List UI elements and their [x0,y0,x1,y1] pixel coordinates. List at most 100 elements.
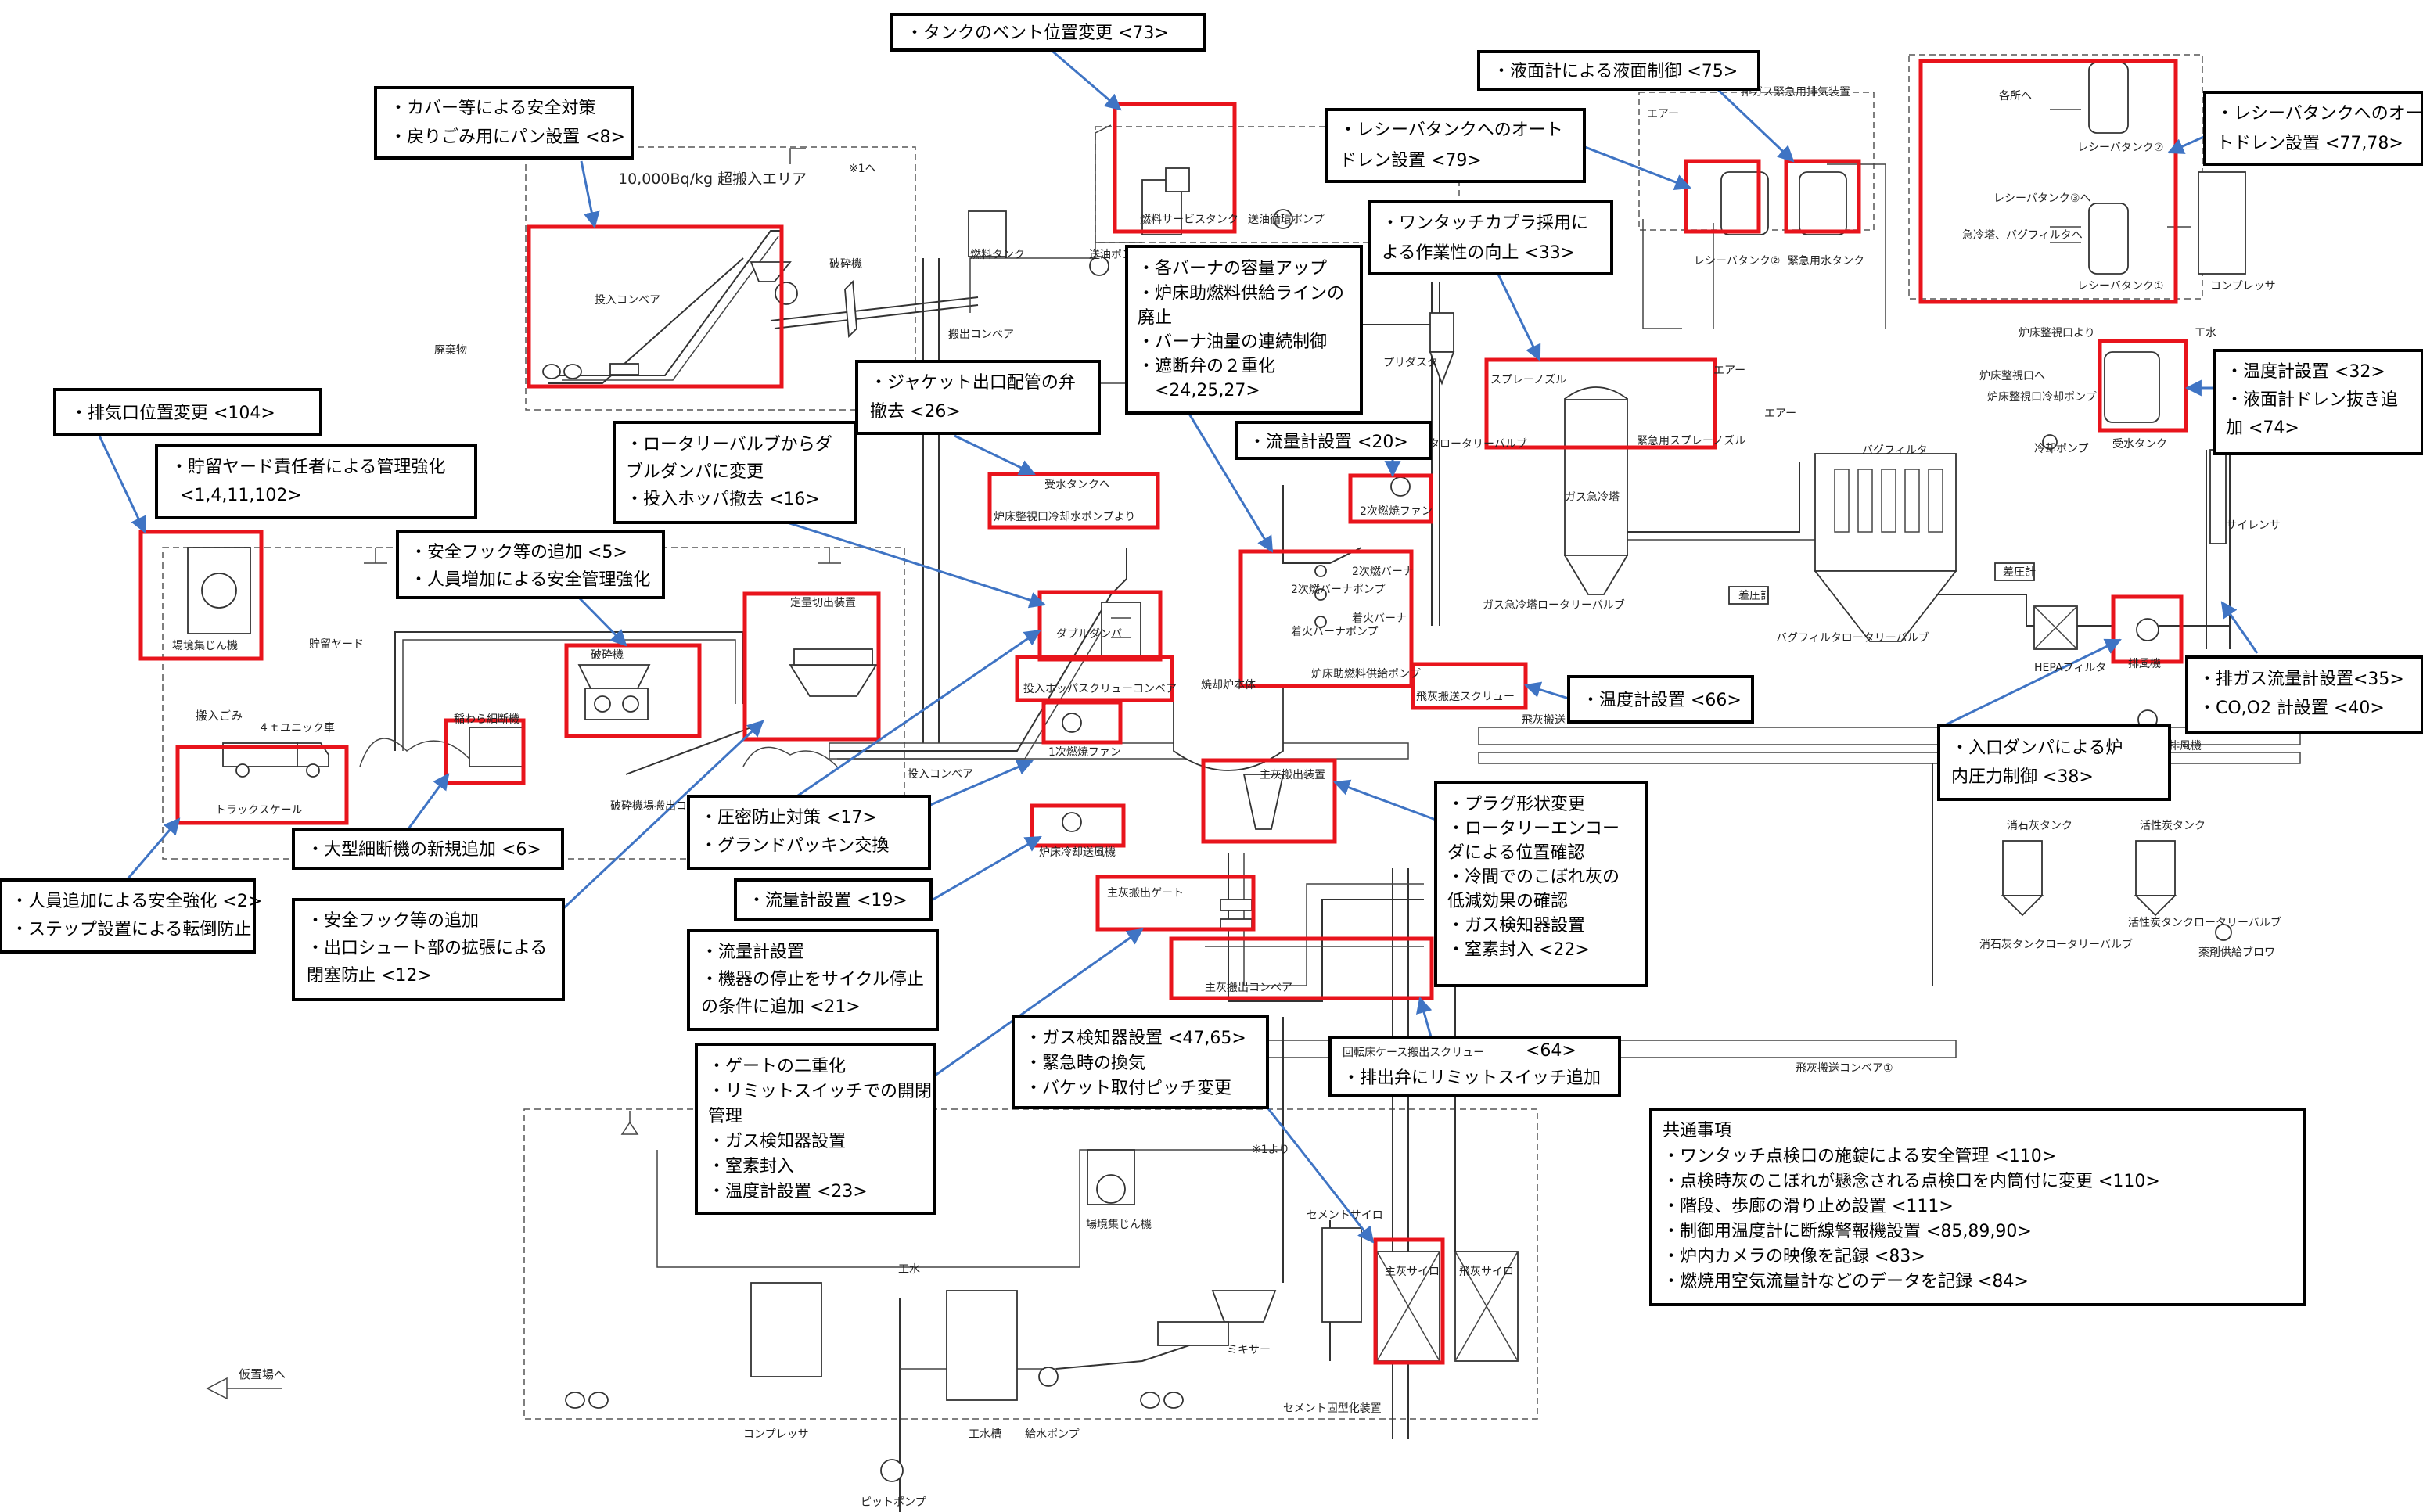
common-title: 共通事項 [1663,1121,1731,1140]
compressor-top-label: コンプレッサ [2210,280,2276,293]
svg-text:・人員増加による安全管理強化: ・人員増加による安全管理強化 [410,570,650,590]
svg-text:・冷間でのこぼれ灰の: ・冷間でのこぼれ灰の [1447,867,1620,887]
water-tank-label: 工水槽 [969,1428,1001,1441]
svg-text:ドレン設置 <79>: ドレン設置 <79> [1339,151,1482,171]
straw-shredder-label: 稲わら細断機 [454,713,519,726]
main-ash-out-label: 主灰搬出装置 [1260,769,1325,781]
svg-text:・CO,O2 計設置 <40>: ・CO,O2 計設置 <40> [2198,699,2385,718]
svg-text:・流量計設置 <19>: ・流量計設置 <19> [748,891,908,910]
silencer-label: サイレンサ [2226,519,2281,532]
furnace-pump-label: 炉床整視口冷却水ポンプより [994,511,1135,523]
svg-text:・ステップ設置による転倒防止: ・ステップ設置による転倒防止 [11,920,251,939]
hl-primary-fan [1041,700,1123,745]
furnace-cooling-pump-label: 炉床整視口冷却ポンプ [1987,391,2097,404]
svg-text:・安全フック等の追加 <5>: ・安全フック等の追加 <5> [410,543,627,562]
svg-text:・大型細断機の新規追加 <6>: ・大型細断機の新規追加 <6> [307,840,541,860]
dust-collector-label: 場境集じん機 [172,639,238,652]
cement-silo-label: セメントサイロ [1307,1209,1383,1222]
equipment-labels: 10,000Bq/kg 超搬入エリア ※1へ 貯留ヤード 搬入ごみ ４ｔユニック… [172,86,2281,1509]
svg-text:・ワンタッチカプラ採用に: ・ワンタッチカプラ採用に [1382,214,1588,233]
callout-flowmeter-20: ・流量計設置 <20> [1235,421,1432,460]
carbon-rv-label: 活性炭タンクロータリーバルブ [2128,916,2281,929]
air2-label: エアー [1713,365,1745,377]
svg-text:・窒素封入 <22>: ・窒素封入 <22> [1447,940,1590,960]
svg-text:・戻りごみ用にパン設置 <8>: ・戻りごみ用にパン設置 <8> [390,127,625,147]
industrial-water-label: 工水 [2195,327,2216,339]
receiving-tank-label: 受水タンクへ [1044,479,1110,491]
svg-text:・プラグ形状変更: ・プラグ形状変更 [1447,795,1585,814]
secondary-pump-label: 2次燃バーナポンプ [1291,583,1386,596]
svg-text:・ロータリーエンコー: ・ロータリーエンコー [1447,819,1620,839]
callout-receiver-drain-77: ・レシーバタンクへのオー トドレン設置 <77,78> [2203,91,2423,166]
ignition-burner-label: 着火バーナ [1352,612,1407,625]
gas-cooler-label: ガス急冷塔 [1565,491,1620,504]
hl-main-ash-out [1201,758,1337,844]
callout-compaction: ・圧密防止対策 <17> ・グランドパッキン交換 [687,795,931,870]
diff-pressure-label: 差圧計 [1738,590,1771,602]
svg-text:・入口ダンパによる炉: ・入口ダンパによる炉 [1951,738,2123,758]
svg-text:・炉床助燃料供給ラインの: ・炉床助燃料供給ラインの [1138,284,1344,303]
svg-text:・各バーナの容量アップ: ・各バーナの容量アップ [1138,259,1327,278]
svg-text:・流量計設置: ・流量計設置 [701,943,804,962]
hl-double-damper [1037,590,1163,662]
diff-pressure2-label: 差圧計 [2003,566,2036,579]
pit-pump-label: ピットポンプ [861,1496,926,1509]
exhaust-fan-label: 排風機 [2128,658,2161,670]
svg-text:撤去 <26>: 撤去 <26> [870,402,961,422]
note-1b-label: ※1より [1252,1144,1289,1156]
callouts: ・タンクのベント位置変更 <73> ・カバー等による安全対策 ・戻りごみ用にパン… [0,13,2423,1306]
ignition-pump-label: 着火バーナポンプ [1291,626,1379,638]
svg-text:よる作業性の向上 <33>: よる作業性の向上 <33> [1382,243,1575,263]
svg-text:・温度計設置 <66>: ・温度計設置 <66> [1582,691,1742,710]
callout-receiver-drain-79: ・レシーバタンクへのオート ドレン設置 <79> [1325,108,1586,183]
floor-fuel-pump-label: 炉床助燃料供給ポンプ [1311,667,1421,681]
receiver2-label: レシーバタンク② [2077,142,2163,154]
svg-text:・排出弁にリミットスイッチ追加: ・排出弁にリミットスイッチ追加 [1343,1068,1601,1088]
callout-exhaust-vent: ・排気口位置変更 <104> [53,388,322,436]
svg-text:・ガス検知器設置: ・ガス検知器設置 [1447,916,1585,936]
air1-label: エアー [1647,108,1679,120]
svg-text:・カバー等による安全対策: ・カバー等による安全対策 [390,99,595,118]
truck-label: ４ｔユニック車 [258,721,335,734]
svg-text:・緊急時の換気: ・緊急時の換気 [1025,1054,1145,1073]
svg-text:・圧密防止対策 <17>: ・圧密防止対策 <17> [700,808,877,828]
callout-inlet-damper: ・入口ダンパによる炉 内圧力制御 <38> [1937,724,2171,801]
svg-text:・排気口位置変更 <104>: ・排気口位置変更 <104> [70,404,275,423]
svg-text:・炉内カメラの映像を記録 <83>: ・炉内カメラの映像を記録 <83> [1663,1247,1925,1266]
svg-text:・グランドパッキン交換: ・グランドパッキン交換 [700,836,889,856]
svg-text:加 <74>: 加 <74> [2226,418,2299,438]
to-cooler-label: 急冷塔、バグフィルタへ [1962,229,2083,242]
svg-text:・タンクのベント位置変更 <73>: ・タンクのベント位置変更 <73> [906,23,1169,43]
waste-label: 廃棄物 [434,343,467,357]
note-1-label: ※1へ [849,163,876,175]
emergency-nozzle-label: 緊急用スプレーノズル [1637,435,1745,447]
svg-text:・制御用温度計に断線警報機設置 <85,89,90>: ・制御用温度計に断線警報機設置 <85,89,90> [1663,1222,2032,1241]
callout-safety-hook-5: ・安全フック等の追加 <5> ・人員増加による安全管理強化 [396,530,665,599]
common-items: 共通事項 ・ワンタッチ点検口の施錠による安全管理 <110> ・点検時灰のこぼれ… [1649,1108,2306,1306]
equipment-shapes [187,62,2246,1482]
svg-text:・バケット取付ピッチ変更: ・バケット取付ピッチ変更 [1025,1079,1231,1098]
slaked-lime-label: 消石灰タンク [2007,820,2072,832]
emergency-water-label: 緊急用水タンク [1788,255,1864,268]
svg-text:・出口シュート部の拡張による: ・出口シュート部の拡張による [307,939,547,958]
svg-text:・リミットスイッチでの開閉: ・リミットスイッチでの開閉 [708,1082,932,1101]
hl-dust-collector [138,530,264,661]
crusher-label: 破砕機 [591,649,624,662]
svg-text:・ガス検知器設置: ・ガス検知器設置 [708,1132,846,1151]
quant-feeder-label: 定量切出装置 [790,597,856,609]
mixer-label: ミキサー [1227,1344,1271,1356]
secondary-fan-label: 2次燃焼ファン [1360,505,1433,518]
callout-gate-double: ・ゲートの二重化 ・リミットスイッチでの開閉 管理 ・ガス検知器設置 ・窒素封入… [695,1043,936,1215]
callout-flue-gas-meter: ・排ガス流量計設置<35> ・CO,O2 計設置 <40> [2185,655,2423,734]
svg-text:廃止: 廃止 [1138,308,1172,328]
hl-receiving-tank-pipe [987,472,1160,530]
input-conveyor-2-label: 投入コンベア [908,768,973,781]
callout-one-touch-coupler: ・ワンタッチカプラ採用に よる作業性の向上 <33> [1368,200,1613,275]
svg-text:・点検時灰のこぼれが懸念される点検口を内筒付に変更 <110: ・点検時灰のこぼれが懸念される点検口を内筒付に変更 <110> [1663,1172,2160,1191]
svg-text:・ガス検知器設置 <47,65>: ・ガス検知器設置 <47,65> [1025,1029,1246,1048]
storage-yard-label: 貯留ヤード [309,638,364,651]
callout-safety-hook-12: ・安全フック等の追加 ・出口シュート部の拡張による 閉塞防止 <12> [292,898,565,1001]
truck-scale-label: トラックスケール [215,804,303,817]
svg-text:・燃焼用空気流量計などのデータを記録 <84>: ・燃焼用空気流量計などのデータを記録 <84> [1663,1272,2029,1291]
lime-rv-label: 消石灰タンクロータリーバルブ [1979,938,2133,951]
